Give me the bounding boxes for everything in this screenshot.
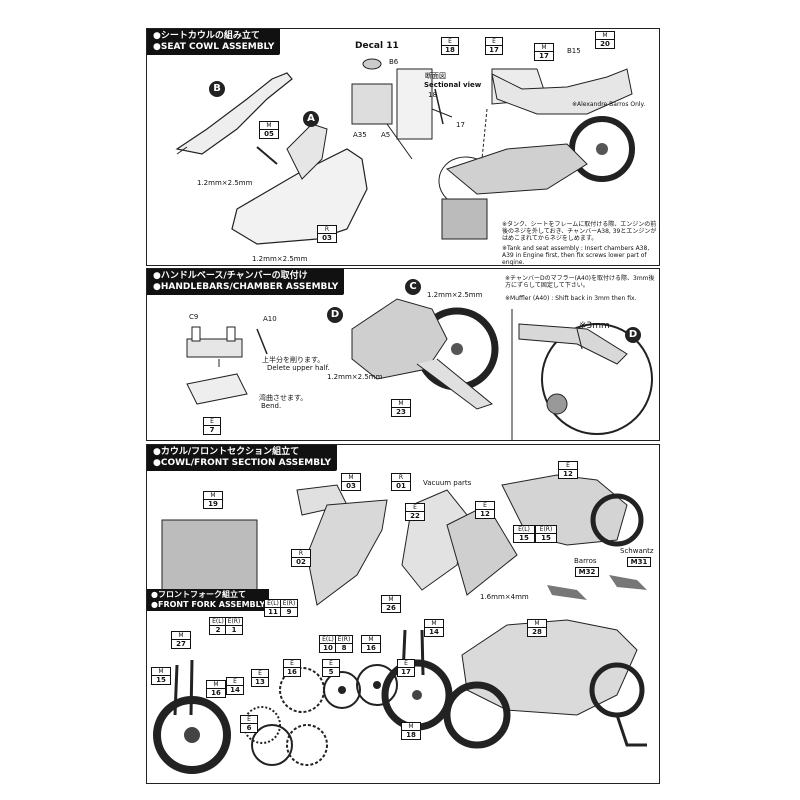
part-label-b15: B15 — [567, 47, 581, 55]
screw-label-1: 1.2mm×2.5mm — [197, 179, 253, 187]
bend-jp: 湾曲させます。 — [259, 394, 308, 402]
screw-label-4: 1.2mm×2.5mm — [327, 373, 383, 381]
shift-3mm-label: ※3mm — [579, 321, 610, 331]
part-circle-d-1: D — [327, 307, 343, 323]
sectional-en: Sectional view — [424, 81, 482, 89]
tag-er15: E(R)15 — [535, 525, 557, 543]
part-label-a35: A35 — [353, 131, 367, 139]
sectional-jp: 断面図 — [425, 72, 446, 80]
handle-title-jp: ●ハンドルベース/チャンバーの取付け — [153, 271, 308, 281]
seat-note-en: ※Tank and seat assembly : Insert chamber… — [502, 245, 650, 266]
alex-only-note: ※Alexandre Barros Only. — [572, 101, 646, 108]
seat-cowl-illustration — [175, 58, 635, 245]
tag-er9: E(R)9 — [280, 599, 298, 617]
cowl-panel: ●カウル/フロントセクション組立て ●COWL/FRONT SECTION AS… — [146, 444, 660, 784]
part-circle-c: C — [405, 279, 421, 295]
seat-cowl-panel: ●シートカウルの組み立て ●SEAT COWL ASSEMBLY B A Dec… — [146, 28, 660, 266]
fork-title-en: ●FRONT FORK ASSEMBLY — [151, 600, 266, 609]
part-circle-d-2: D — [625, 327, 641, 343]
cowl-title-en: ●COWL/FRONT SECTION ASSEMBLY — [153, 458, 331, 468]
handlebar-header: ●ハンドルベース/チャンバーの取付け ●HANDLEBARS/CHAMBER A… — [147, 269, 345, 295]
cowl-header: ●カウル/フロントセクション組立て ●COWL/FRONT SECTION AS… — [147, 445, 337, 471]
handle-note-jp: ※チャンバーDのマフラー(A40)を取付ける際、3mm後方にずらして固定して下さ… — [505, 275, 655, 289]
tag-m31: M31 — [627, 557, 651, 567]
handle-title-en: ●HANDLEBARS/CHAMBER ASSEMBLY — [153, 282, 339, 292]
cowl-title-jp: ●カウル/フロントセクション組立て — [153, 447, 300, 457]
part-label-a5: A5 — [381, 131, 391, 139]
screw-label-5: 1.6mm×4mm — [480, 593, 529, 601]
part-label-17: 17 — [456, 121, 465, 129]
seat-title-en: ●SEAT COWL ASSEMBLY — [153, 42, 275, 52]
delete-jp: 上半分を削ります。 — [262, 356, 325, 364]
seat-title-jp: ●シートカウルの組み立て — [153, 31, 260, 41]
tag-er8: E(R)8 — [335, 635, 353, 653]
screw-label-3: 1.2mm×2.5mm — [427, 291, 483, 299]
tag-el2: E(L)2 — [209, 617, 227, 635]
seat-note-jp: ※タンク、シートをフレームに取付ける際、エンジンの前後のネジを外しておき、チャン… — [502, 221, 657, 242]
handlebar-panel: ●ハンドルベース/チャンバーの取付け ●HANDLEBARS/CHAMBER A… — [146, 268, 660, 441]
part-label-a10: A10 — [263, 315, 277, 323]
part-label-c9: C9 — [189, 313, 199, 321]
delete-en: Delete upper half. — [267, 364, 330, 372]
handlebar-illustration — [186, 298, 653, 440]
tag-er1: E(R)1 — [225, 617, 243, 635]
handle-note-en: ※Muffler (A40) : Shift back in 3mm then … — [505, 295, 637, 302]
part-circle-a: A — [303, 111, 319, 127]
fork-title-jp: ●フロントフォーク組立て — [151, 590, 246, 599]
screw-label-2: 1.2mm×2.5mm — [252, 255, 308, 263]
tag-m32: M32 — [575, 567, 599, 577]
part-label-18: 18 — [428, 91, 437, 99]
schwantz-label: Schwantz — [620, 547, 654, 555]
part-circle-b: B — [209, 81, 225, 97]
tag-el15: E(L)15 — [513, 525, 535, 543]
part-label-b6: B6 — [389, 58, 399, 66]
barros-label: Barros — [574, 557, 597, 565]
bend-en: Bend. — [261, 402, 282, 410]
decal-label: Decal 11 — [355, 41, 399, 51]
seat-cowl-header: ●シートカウルの組み立て ●SEAT COWL ASSEMBLY — [147, 29, 281, 55]
vacuum-parts-label: Vacuum parts — [423, 479, 472, 487]
fork-header: ●フロントフォーク組立て ●FRONT FORK ASSEMBLY — [147, 589, 270, 611]
